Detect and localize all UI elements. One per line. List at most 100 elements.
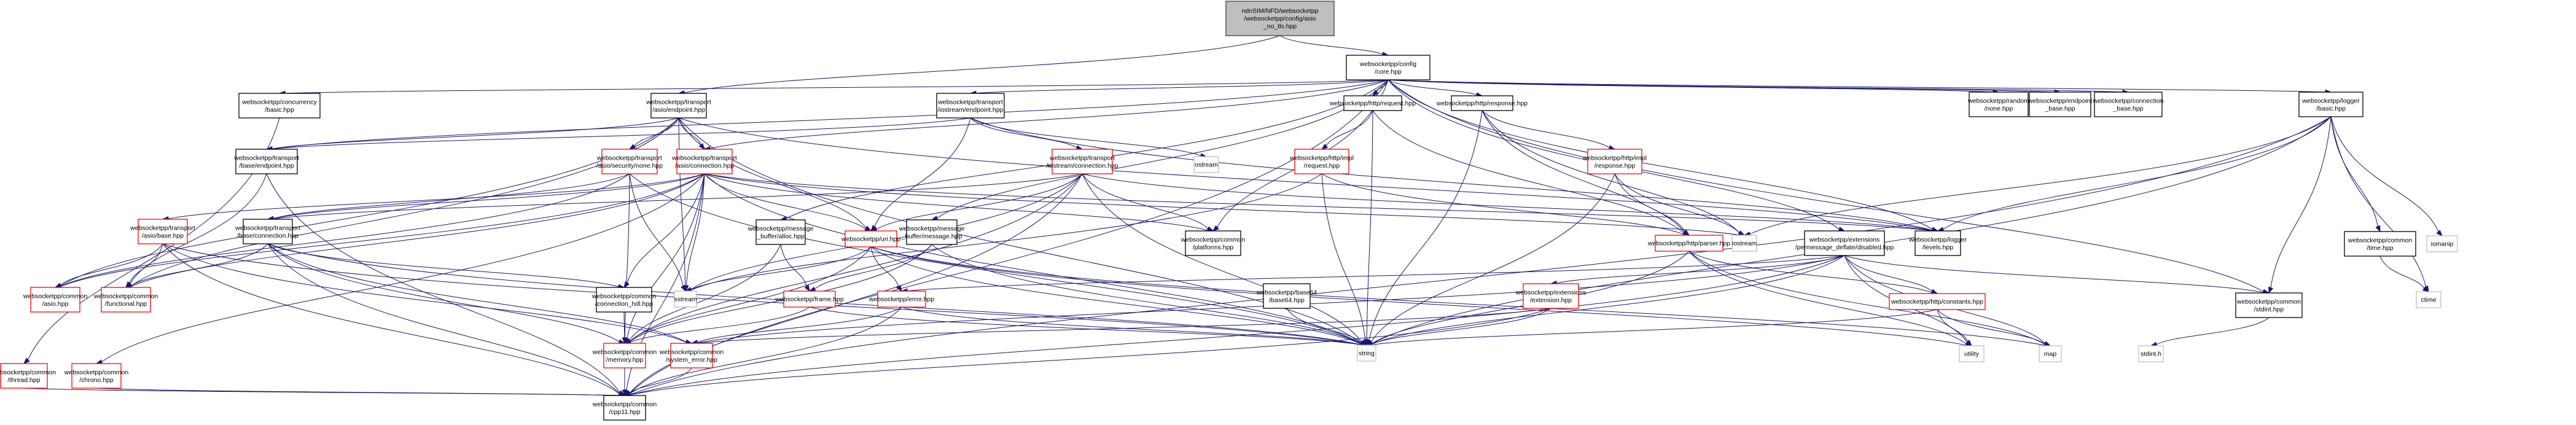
node-label: websocketpp/http/impl xyxy=(1582,154,1647,162)
node-ios_conn[interactable]: websocketpp/transport/iostream/connectio… xyxy=(1046,149,1118,174)
node-box xyxy=(2426,235,2458,252)
node-label: /base64.hpp xyxy=(1269,297,1305,304)
node-label: /base/connection.hpp xyxy=(237,232,299,240)
node-core[interactable]: websocketpp/config/core.hpp xyxy=(1346,55,1430,80)
node-c_asio[interactable]: websocketpp/common/asio.hpp xyxy=(23,287,88,313)
edge-time-to-ctime xyxy=(2379,255,2430,292)
node-label: string xyxy=(1359,350,1375,357)
node-platforms[interactable]: websocketpp/common/platforms.hpp xyxy=(1181,230,1246,256)
node-sec_none[interactable]: websocketpp/transport/asio/security/none… xyxy=(596,149,663,174)
node-label: ostream xyxy=(1195,162,1218,169)
node-label: websocketpp/transport xyxy=(235,224,300,232)
edge-asio_conn-to-chrono xyxy=(95,173,705,365)
edge-memory-to-cpp11 xyxy=(622,367,628,397)
node-impl_resp[interactable]: websocketpp/http/impl/response.hpp xyxy=(1582,149,1647,174)
edge-core-to-conc xyxy=(278,79,1389,96)
node-epbase[interactable]: websocketpp/endpoint_base.hpp xyxy=(2028,92,2093,117)
node-syserr[interactable]: websocketpp/common/system_error.hpp xyxy=(659,343,724,368)
node-label: /basic.hpp xyxy=(265,106,294,114)
arrowhead-icon xyxy=(23,357,30,364)
node-resp[interactable]: websocketpp/http/response.hpp xyxy=(1436,95,1528,111)
edge-req-to-string xyxy=(1364,110,1373,346)
node-uri[interactable]: websocketpp/uri.hpp xyxy=(841,230,900,248)
node-connbase[interactable]: websocketpp/connection_base.hpp xyxy=(2093,92,2164,117)
edge-line xyxy=(1368,110,1483,341)
node-ext[interactable]: websocketpp/extensions/extension.hpp xyxy=(1515,283,1586,309)
node-box xyxy=(603,395,646,421)
edge-logbasic-to-time xyxy=(2330,116,2381,233)
node-functional[interactable]: websocketpp/common/functional.hpp xyxy=(93,287,158,313)
node-frame[interactable]: websocketpp/frame.hpp xyxy=(775,290,844,308)
node-asio_ep[interactable]: websocketpp/transport/asio/endpoint.hpp xyxy=(646,93,711,119)
node-cpp11[interactable]: websocketpp/common/cpp11.hpp xyxy=(592,395,657,421)
node-error[interactable]: websocketpp/error.hpp xyxy=(868,290,934,308)
node-box xyxy=(1193,156,1219,173)
edge-line xyxy=(975,79,1389,94)
node-req[interactable]: websocketpp/http/request.hpp xyxy=(1329,95,1416,111)
edge-sec_none-to-sstream xyxy=(629,173,686,292)
node-stdint[interactable]: websocketpp/common/stdint.hpp xyxy=(2235,292,2303,318)
edge-line xyxy=(2379,255,2425,289)
node-conc[interactable]: websocketpp/concurrency/basic.hpp xyxy=(238,93,321,119)
node-box xyxy=(2344,231,2416,257)
node-label: websocketpp/logger xyxy=(1908,236,1967,243)
node-ios_ep[interactable]: websocketpp/transport/iostream/endpoint.… xyxy=(936,93,1005,119)
node-root[interactable]: ndnSIM/NFD/websocketpp/websocketpp/confi… xyxy=(1225,1,1335,36)
edge-line xyxy=(901,306,1362,345)
arrowhead-icon xyxy=(1738,230,1746,236)
node-label: websocketpp/common xyxy=(23,292,88,300)
node-label: /request.hpp xyxy=(1304,162,1340,170)
node-label: /permessage_deflate/disabled.hpp xyxy=(1795,244,1894,251)
edge-asio_conn-to-functional xyxy=(125,173,705,289)
node-conn_hdl[interactable]: websocketpp/common/connection_hdl.hpp xyxy=(591,287,657,313)
node-box xyxy=(1655,235,1723,252)
node-logbasic[interactable]: websocketpp/logger/basic.hpp xyxy=(2298,92,2363,117)
edge-line xyxy=(1481,110,1685,233)
node-memory[interactable]: websocketpp/common/memory.hpp xyxy=(592,343,657,368)
edge-line xyxy=(96,388,620,396)
node-rand[interactable]: websocketpp/random/none.hpp xyxy=(1967,92,2029,117)
node-chrono[interactable]: websocketpp/common/chrono.hpp xyxy=(64,363,129,389)
node-consts[interactable]: websocketpp/http/constants.hpp xyxy=(1889,293,1986,310)
node-box xyxy=(650,93,707,119)
node-box xyxy=(0,363,48,389)
node-label: stdint.h xyxy=(2141,351,2161,358)
node-label: map xyxy=(2044,351,2057,358)
edge-line xyxy=(870,246,1362,345)
node-label: /thread.hpp xyxy=(7,376,40,384)
node-label: websocketpp/frame.hpp xyxy=(775,296,844,303)
node-msg[interactable]: websocketpp/message_buffer/message.hpp xyxy=(899,219,965,245)
node-box xyxy=(1523,283,1579,309)
edge-asio_conn-to-asio_base xyxy=(162,173,705,222)
node-base_conn[interactable]: websocketpp/transport/base/connection.hp… xyxy=(235,219,300,244)
node-base_ep[interactable]: websocketpp/transport/base/endpoint.hpp xyxy=(233,149,299,174)
node-box xyxy=(30,287,80,313)
edge-line xyxy=(1372,255,1845,345)
node-label: websocketpp/http/impl xyxy=(1289,154,1354,162)
node-time[interactable]: websocketpp/common/time.hpp xyxy=(2344,231,2416,257)
node-thread[interactable]: websocketpp/common/thread.hpp xyxy=(0,363,56,389)
edge-line xyxy=(690,246,872,290)
arrowhead-icon xyxy=(623,281,630,289)
node-box xyxy=(877,290,926,308)
node-label: websocketpp/common xyxy=(0,368,56,376)
edge-logbasic-to-iomanip xyxy=(2330,116,2443,237)
node-label: /levels.hpp xyxy=(1922,244,1953,251)
node-parser[interactable]: websocketpp/http/parser.hpp xyxy=(1647,235,1730,252)
node-alloc[interactable]: websocketpp/message_buffer/alloc.hpp xyxy=(747,219,814,245)
node-box xyxy=(2029,92,2091,117)
node-levels[interactable]: websocketpp/logger/levels.hpp xyxy=(1908,230,1967,256)
node-impl_req[interactable]: websocketpp/http/impl/request.hpp xyxy=(1289,149,1354,174)
node-label: _no_tls.hpp xyxy=(1263,23,1297,30)
arrowhead-icon xyxy=(804,284,810,292)
node-base64[interactable]: websocketpp/base64/base64.hpp xyxy=(1256,283,1317,309)
edge-line xyxy=(876,173,1083,230)
node-asio_conn[interactable]: websocketpp/transport/asio/connection.hp… xyxy=(671,149,737,174)
edge-line xyxy=(1844,255,2264,293)
node-iomanip: iomanip xyxy=(2426,235,2458,252)
node-pmd[interactable]: websocketpp/extensions/permessage_deflat… xyxy=(1795,230,1894,256)
node-label: ctime xyxy=(2421,297,2436,304)
edge-parser-to-consts xyxy=(1688,251,1938,295)
node-asio_base[interactable]: websocketpp/transport/asio/base.hpp xyxy=(130,219,195,244)
